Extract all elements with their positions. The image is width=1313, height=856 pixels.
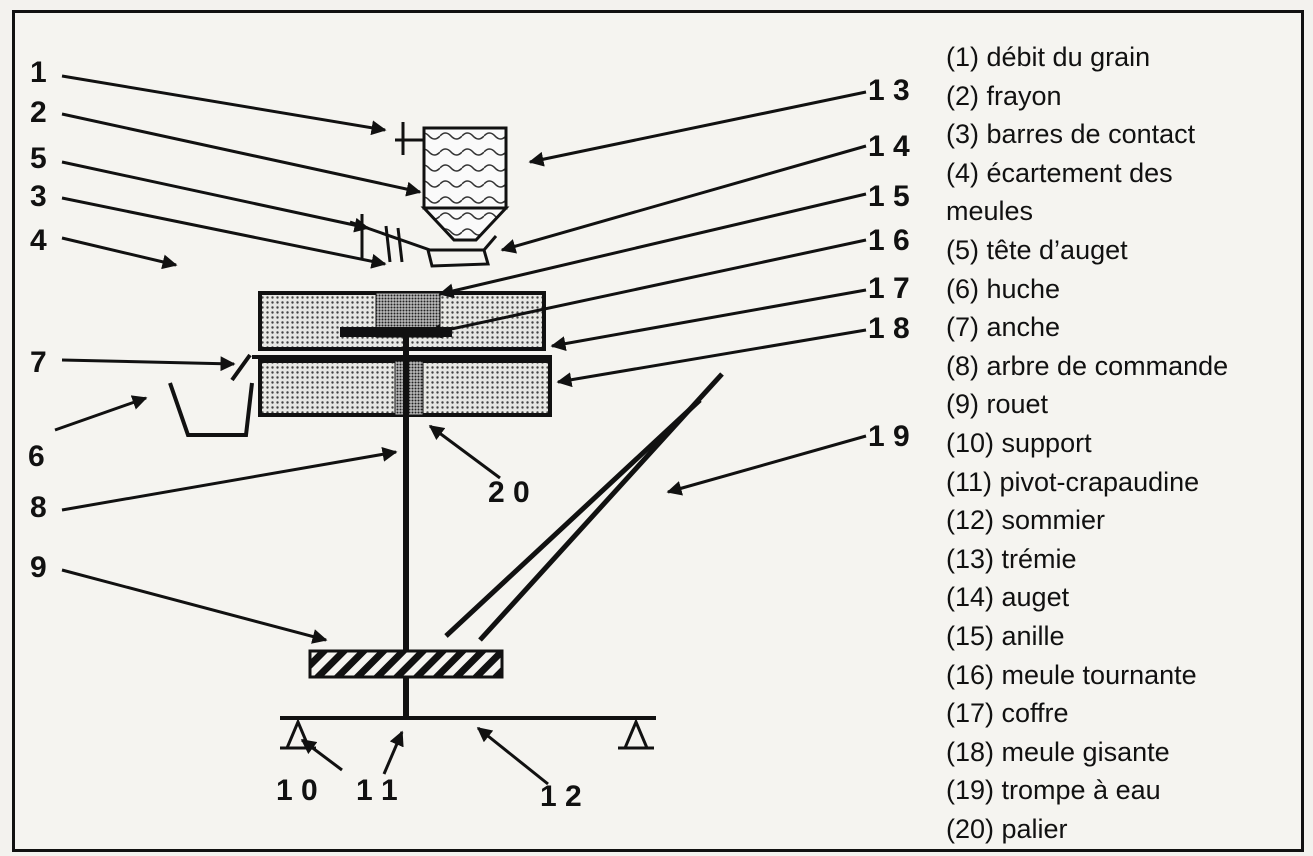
label-5: 5 — [30, 142, 47, 175]
runner-stone — [258, 291, 546, 351]
label-2: 2 — [30, 96, 47, 129]
legend-item-20: (20) palier — [946, 813, 1068, 844]
legend-item-17: (17) coffre — [946, 698, 1069, 729]
label-14: 1 4 — [868, 130, 910, 163]
legend-item-16: (16) meule tournante — [946, 659, 1197, 690]
label-10: 1 0 — [276, 774, 318, 807]
label-16: 1 6 — [868, 224, 910, 257]
legend-item-9: (9) rouet — [946, 389, 1049, 420]
legend-item-11: (11) pivot-crapaudine — [946, 466, 1200, 497]
sill-beam — [280, 716, 656, 750]
legend-item-1: (1) débit du grain — [946, 42, 1151, 72]
number-labels: 1 2 5 3 4 7 6 8 9 1 0 1 1 1 2 1 3 1 4 1 … — [28, 56, 910, 813]
water-chute — [444, 372, 724, 642]
label-7: 7 — [30, 346, 47, 379]
label-19: 1 9 — [868, 420, 910, 453]
label-13: 1 3 — [868, 74, 910, 107]
flour-bin — [168, 353, 254, 437]
label-9: 9 — [30, 551, 47, 584]
legend-item-14: (14) auget — [946, 582, 1070, 613]
label-1: 1 — [30, 56, 47, 89]
legend-item-10: (10) support — [946, 427, 1092, 458]
legend-item-19: (19) trompe à eau — [946, 775, 1161, 806]
label-18: 1 8 — [868, 312, 910, 345]
leader-lines — [54, 74, 867, 786]
legend-item-12: (12) sommier — [946, 505, 1106, 536]
legend-item-3: (3) barres de contact — [946, 119, 1196, 150]
bed-stone — [252, 355, 552, 417]
water-wheel — [308, 649, 504, 679]
legend-item-15: (15) anille — [946, 620, 1065, 651]
label-4: 4 — [30, 224, 47, 257]
legend-item-6: (6) huche — [946, 273, 1061, 304]
label-6: 6 — [28, 440, 45, 473]
legend-item-8: (8) arbre de commande — [946, 350, 1229, 381]
label-3: 3 — [30, 180, 47, 213]
legend-item-13: (13) trémie — [946, 543, 1077, 574]
label-20: 2 0 — [488, 476, 530, 509]
legend-item-4: (4) écartement des meules — [946, 157, 1173, 227]
hopper — [395, 122, 510, 242]
legend-item-5: (5) tête d’auget — [946, 234, 1128, 265]
label-15: 1 5 — [868, 180, 910, 213]
label-12: 1 2 — [540, 780, 582, 813]
label-8: 8 — [30, 491, 47, 524]
legend: (1) débit du grain (2) frayon (3) barres… — [946, 38, 1306, 848]
legend-item-7: (7) anche — [946, 312, 1061, 343]
legend-item-18: (18) meule gisante — [946, 736, 1170, 767]
legend-item-2: (2) frayon — [946, 80, 1062, 111]
label-17: 1 7 — [868, 272, 910, 305]
label-11: 1 1 — [356, 774, 398, 807]
